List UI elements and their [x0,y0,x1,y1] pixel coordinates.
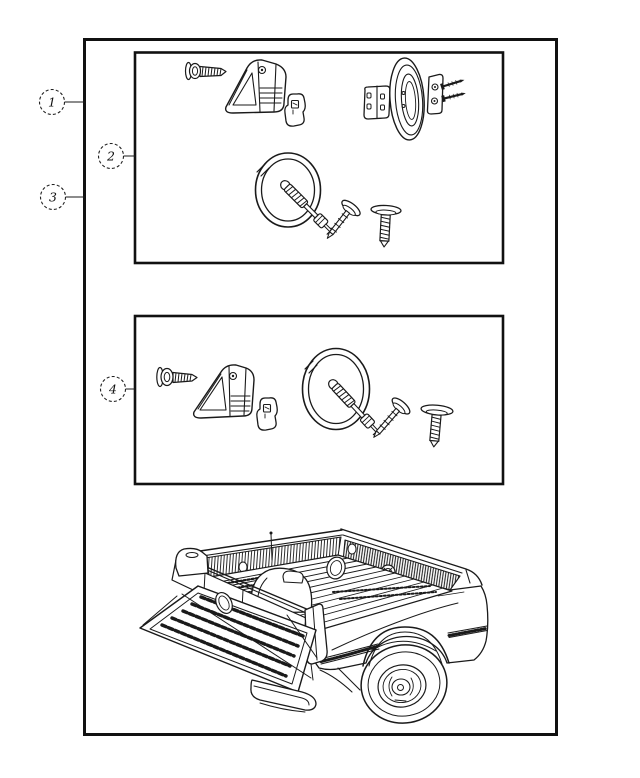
wheel-arch [319,626,450,693]
callout-1-circle [38,88,66,116]
wheelhouse-right [326,556,346,580]
tie-down-bracket [224,59,287,114]
callout-4-label: 4 [108,382,117,397]
callout-3-circle [39,183,67,211]
callout-2-label: 2 [106,149,115,164]
callout-4[interactable]: 4 [99,375,136,403]
hex-screw [184,61,227,81]
callout-2[interactable]: 2 [97,142,136,170]
callout-3-label: 3 [49,190,57,205]
truck-bed-illustration [139,528,489,724]
stake-post-front [175,547,209,577]
oval-bezel [389,57,425,141]
rear-wheel [360,640,448,724]
hex-screw-2 [156,366,198,388]
striker-plate [426,73,444,115]
retainer-clip-2 [256,397,278,431]
push-pin-2 [373,397,411,438]
flat-head-screw [370,204,402,248]
hardware-kit-lower [156,347,454,448]
callout-1-label: 1 [48,95,56,110]
bezel-screw-top [440,79,465,91]
callout-2-circle [97,142,125,170]
rear-bumper [250,679,317,713]
callout-3[interactable]: 3 [39,183,86,211]
wall-oval-hole [215,591,233,615]
flat-head-screw-2 [420,404,454,448]
hinge-bracket [363,85,391,120]
push-pin [326,199,361,239]
tie-down-bracket-2 [192,364,255,419]
retainer-clip [284,93,306,127]
bezel-screw-bottom [441,92,466,103]
tailgate-cables [142,593,318,679]
callout-1[interactable]: 1 [38,88,86,116]
bed-rail-right [340,528,483,586]
callout-4-circle [99,375,127,403]
anchor-stud-2 [328,379,382,436]
hardware-kit-upper [184,57,466,248]
